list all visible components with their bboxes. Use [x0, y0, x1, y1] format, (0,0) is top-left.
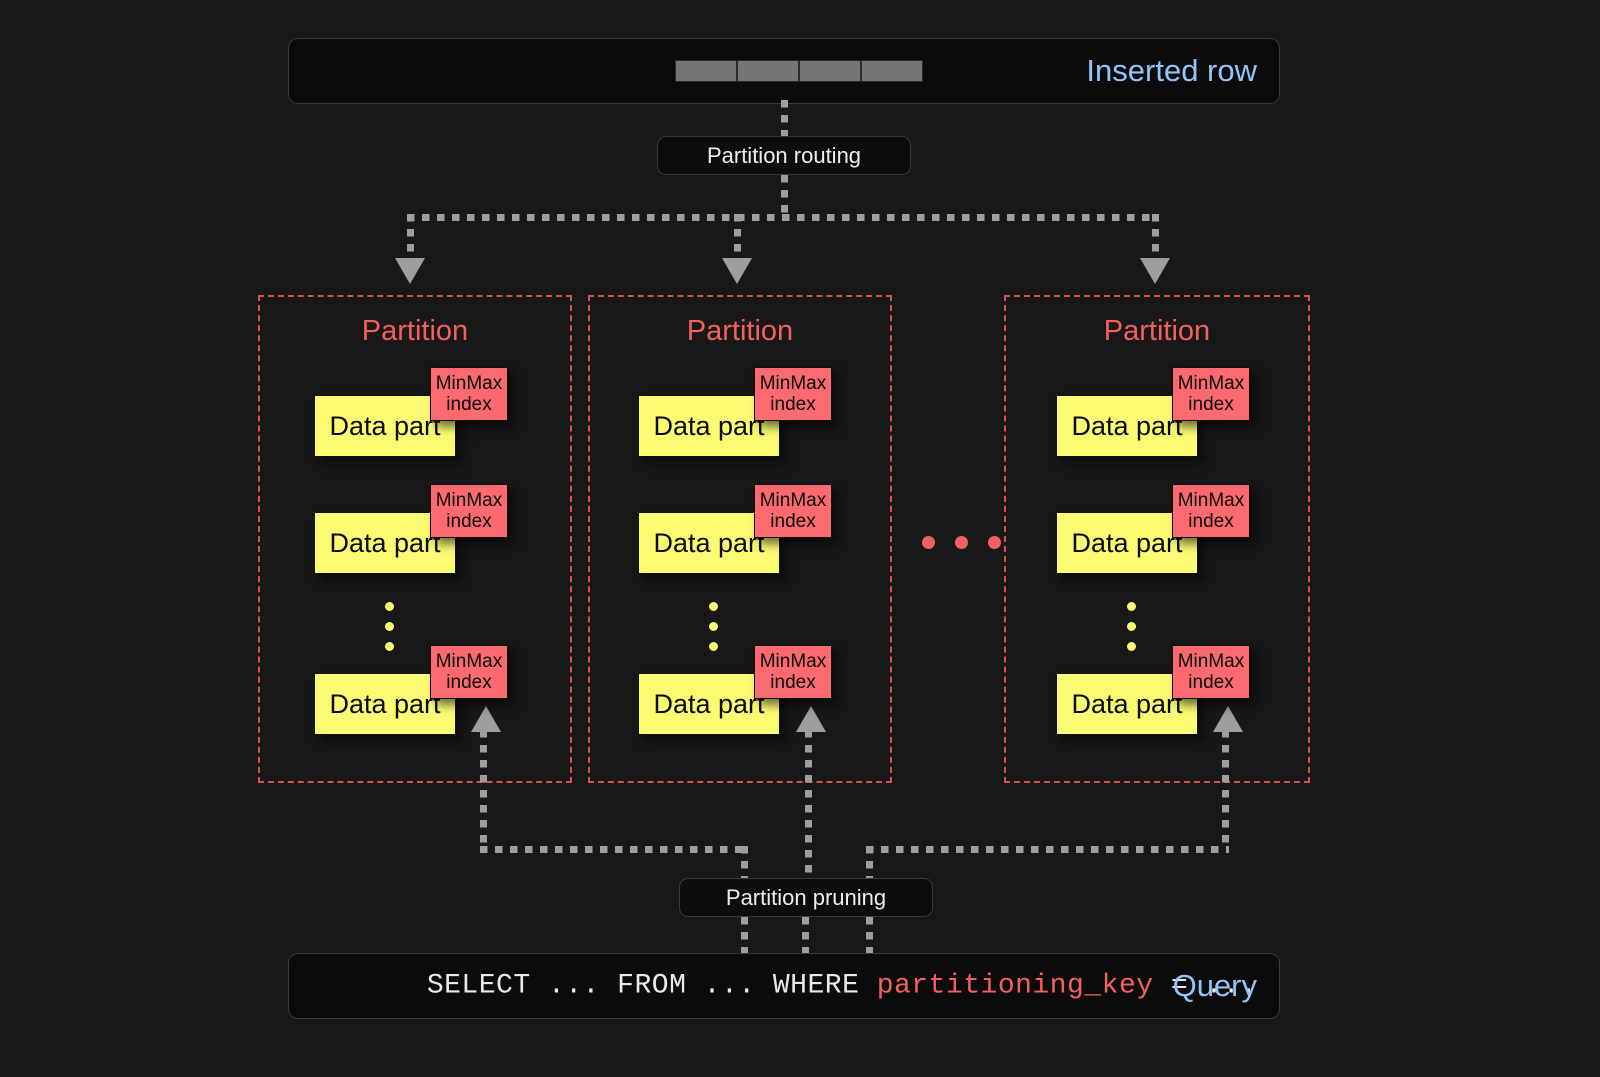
minmax-index-box: MinMax index — [754, 484, 832, 538]
arrow-down-partition-1 — [395, 258, 425, 284]
minmax-index-line2: index — [770, 672, 816, 693]
partition-routing-box: Partition routing — [657, 136, 911, 175]
partition-1-parts-ellipsis — [385, 602, 394, 651]
minmax-index-line1: MinMax — [435, 372, 503, 394]
minmax-index-line1: MinMax — [435, 650, 503, 672]
connector-pruning-to-partition-2 — [805, 730, 812, 881]
connector-query-to-pruning-2 — [802, 917, 809, 954]
minmax-index-line2: index — [446, 511, 492, 532]
minmax-index-line1: MinMax — [759, 489, 827, 511]
pruning-bus-right — [866, 846, 1229, 853]
partition-1: Partition MinMax index Data part MinMax … — [258, 295, 572, 783]
minmax-index-line2: index — [770, 511, 816, 532]
partition-2-title: Partition — [686, 315, 794, 347]
minmax-index-line2: index — [770, 394, 816, 415]
routing-bus-line — [407, 214, 1158, 221]
minmax-index-line2: index — [446, 672, 492, 693]
query-bar: SELECT ... FROM ... WHERE partitioning_k… — [288, 953, 1280, 1019]
minmax-index-line1: MinMax — [1177, 489, 1245, 511]
partition-2-parts-ellipsis — [709, 602, 718, 651]
minmax-index-box: MinMax index — [1172, 645, 1250, 699]
connector-pruning-to-partition-3 — [1222, 730, 1229, 850]
row-cell — [860, 60, 923, 82]
query-statement: SELECT ... FROM ... WHERE partitioning_k… — [323, 940, 1257, 1033]
row-cell — [798, 60, 861, 82]
partition-3: Partition MinMax index Data part MinMax … — [1004, 295, 1310, 783]
arrow-up-partition-1 — [471, 706, 501, 732]
inserted-row-bar: Inserted row — [288, 38, 1280, 104]
partition-3-parts-ellipsis — [1127, 602, 1136, 651]
minmax-index-line1: MinMax — [759, 650, 827, 672]
arrow-up-partition-2 — [796, 706, 826, 732]
partition-pruning-box: Partition pruning — [679, 878, 933, 917]
minmax-index-line1: MinMax — [1177, 372, 1245, 394]
partition-routing-label: Partition routing — [706, 142, 862, 168]
connector-pruning-left-drop — [741, 846, 748, 881]
arrow-down-partition-2 — [722, 258, 752, 284]
connector-bus-to-partition-2 — [734, 214, 741, 260]
query-prefix: SELECT ... FROM ... WHERE — [426, 970, 877, 1002]
arrow-down-partition-3 — [1140, 258, 1170, 284]
connector-query-to-pruning-1 — [741, 917, 748, 954]
minmax-index-box: MinMax index — [430, 484, 508, 538]
minmax-index-line2: index — [1188, 672, 1234, 693]
arrow-up-partition-3 — [1213, 706, 1243, 732]
partition-3-title: Partition — [1103, 315, 1211, 347]
connector-pruning-to-partition-1 — [480, 730, 487, 850]
connector-bus-to-partition-1 — [407, 214, 414, 260]
minmax-index-line1: MinMax — [435, 489, 503, 511]
minmax-index-line1: MinMax — [759, 372, 827, 394]
query-partitioning-key: partitioning_key — [876, 970, 1154, 1002]
minmax-index-line1: MinMax — [1177, 650, 1245, 672]
row-cell — [674, 60, 737, 82]
connector-pruning-right-drop — [866, 846, 873, 881]
connector-bus-to-partition-3 — [1152, 214, 1159, 260]
partition-1-title: Partition — [361, 315, 469, 347]
data-part-box: Data part — [1056, 395, 1198, 457]
connector-query-to-pruning-3 — [866, 917, 873, 954]
minmax-index-box: MinMax index — [1172, 484, 1250, 538]
partition-pruning-label: Partition pruning — [725, 884, 887, 910]
row-cell — [736, 60, 799, 82]
data-part-box: Data part — [1056, 512, 1198, 574]
inserted-row-label: Inserted row — [1086, 53, 1257, 88]
query-suffix: = ... — [1153, 970, 1258, 1002]
minmax-index-line2: index — [1188, 511, 1234, 532]
connector-row-to-routing — [781, 100, 788, 136]
inserted-row-cells — [674, 60, 923, 82]
minmax-index-line2: index — [446, 394, 492, 415]
minmax-index-box: MinMax index — [754, 367, 832, 421]
query-label: Query — [1172, 968, 1257, 1003]
minmax-index-box: MinMax index — [430, 645, 508, 699]
partitions-ellipsis — [922, 536, 1001, 549]
minmax-index-box: MinMax index — [430, 367, 508, 421]
pruning-bus-left — [480, 846, 745, 853]
connector-routing-to-bus — [781, 175, 788, 217]
partition-2: Partition MinMax index Data part MinMax … — [588, 295, 892, 783]
minmax-index-box: MinMax index — [754, 645, 832, 699]
minmax-index-box: MinMax index — [1172, 367, 1250, 421]
minmax-index-line2: index — [1188, 394, 1234, 415]
